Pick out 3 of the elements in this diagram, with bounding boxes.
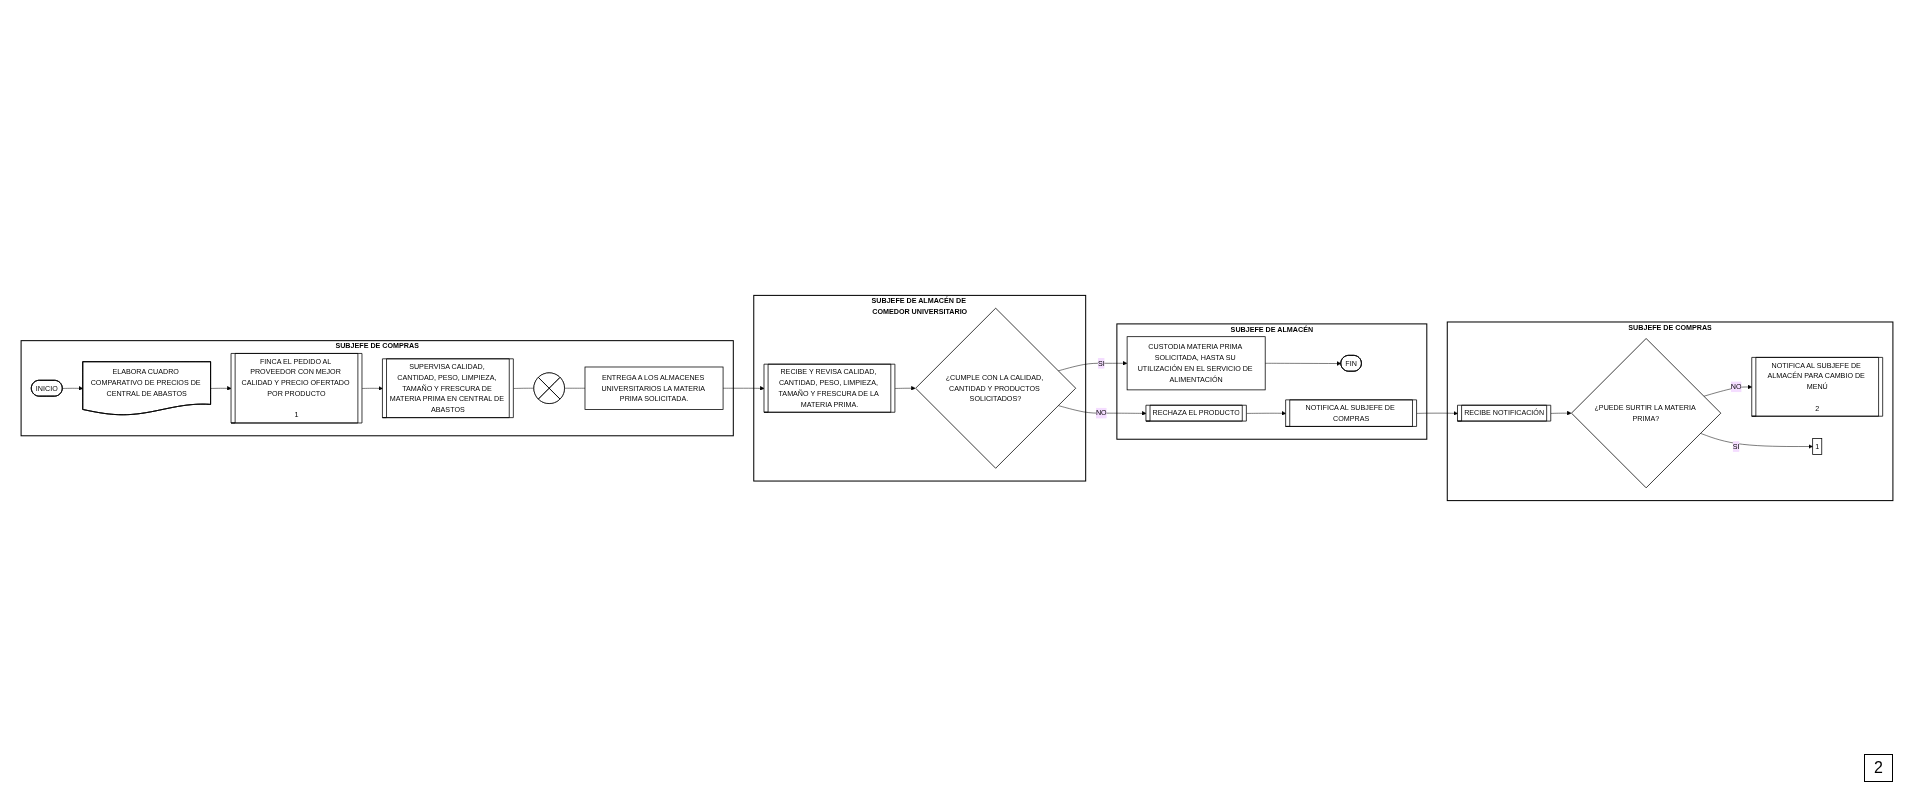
connector [512, 387, 534, 389]
page-number: 2 [1864, 754, 1893, 782]
connector [563, 387, 585, 389]
